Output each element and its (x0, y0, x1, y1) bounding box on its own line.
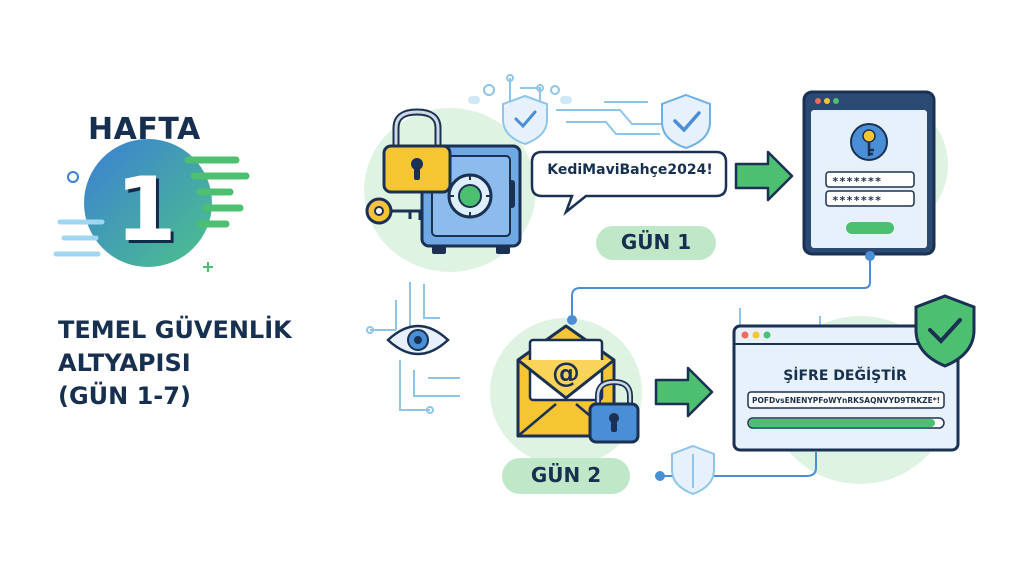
week-badge (53, 139, 250, 272)
change-password-window (732, 324, 960, 452)
password-example: KediMaviBahçe2024! (547, 162, 713, 178)
shield-check-icon (661, 93, 711, 150)
masked-password-field: ******* (832, 194, 882, 207)
key-icon (365, 197, 422, 225)
title-line-1: TEMEL GÜVENLİK (58, 316, 292, 344)
masked-username-field: ******* (832, 175, 882, 188)
day2-badge (502, 458, 630, 494)
email-at-symbol: @ (552, 356, 580, 389)
password-speech-bubble (530, 150, 728, 216)
title-line-2: ALTYAPISI (58, 349, 191, 377)
title-line-3: (GÜN 1-7) (58, 382, 191, 410)
week-label: HAFTA (88, 112, 201, 147)
day2-label: GÜN 2 (530, 463, 602, 487)
envelope-padlock-icon (588, 378, 640, 444)
day1-label: GÜN 1 (620, 230, 692, 254)
shield-check-large-icon (914, 294, 976, 368)
login-tablet (802, 90, 936, 256)
connector-lines (567, 251, 875, 481)
padlock-icon (382, 108, 452, 194)
eye-icon (386, 324, 450, 356)
generated-password: POFDvsENENYPFoWYnRKSAQNVYD9TRKZE*! (752, 396, 940, 405)
shield-icon (502, 94, 548, 146)
change-password-title: ŞİFRE DEĞİŞTİR (783, 368, 907, 384)
shield-small-icon (671, 444, 715, 496)
section-title: TEMEL GÜVENLİK ALTYAPISI (GÜN 1-7) (58, 314, 358, 413)
circuit-lines (366, 74, 821, 414)
arrow-right-icon (734, 150, 794, 202)
week-number: 1 (115, 158, 177, 261)
at-symbol: @ (552, 356, 580, 389)
floating-decor (468, 84, 572, 104)
day1-badge (596, 226, 716, 260)
arrow-right-icon-2 (654, 366, 714, 418)
